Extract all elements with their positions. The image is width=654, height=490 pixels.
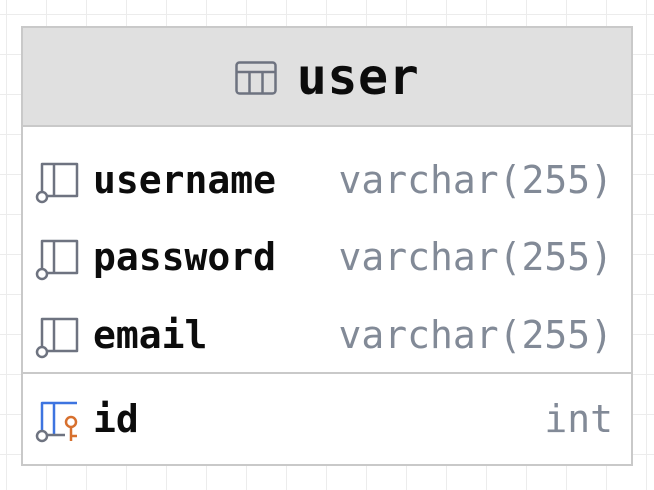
primary-key-divider <box>23 372 631 374</box>
column-row-id[interactable]: id int <box>23 384 631 454</box>
column-name: password <box>93 235 277 279</box>
column-type: varchar(255) <box>338 158 613 202</box>
column-icon <box>35 162 79 204</box>
column-row-password[interactable]: password varchar(255) <box>23 222 631 292</box>
table-card[interactable]: user username varchar(255) password varc… <box>21 26 633 466</box>
column-name: username <box>93 158 277 202</box>
table-header-content: user <box>23 28 631 125</box>
column-name: email <box>93 313 208 357</box>
column-type: int <box>544 397 613 441</box>
column-name: id <box>93 397 139 441</box>
column-icon <box>35 317 79 359</box>
column-row-email[interactable]: email varchar(255) <box>23 300 631 370</box>
table-icon <box>235 60 277 95</box>
column-row-username[interactable]: username varchar(255) <box>23 145 631 215</box>
column-icon <box>35 239 79 281</box>
column-type: varchar(255) <box>338 313 613 357</box>
primary-key-icon <box>35 401 78 443</box>
table-name: user <box>296 47 420 106</box>
column-type: varchar(255) <box>338 235 613 279</box>
table-header[interactable]: user <box>23 28 631 127</box>
